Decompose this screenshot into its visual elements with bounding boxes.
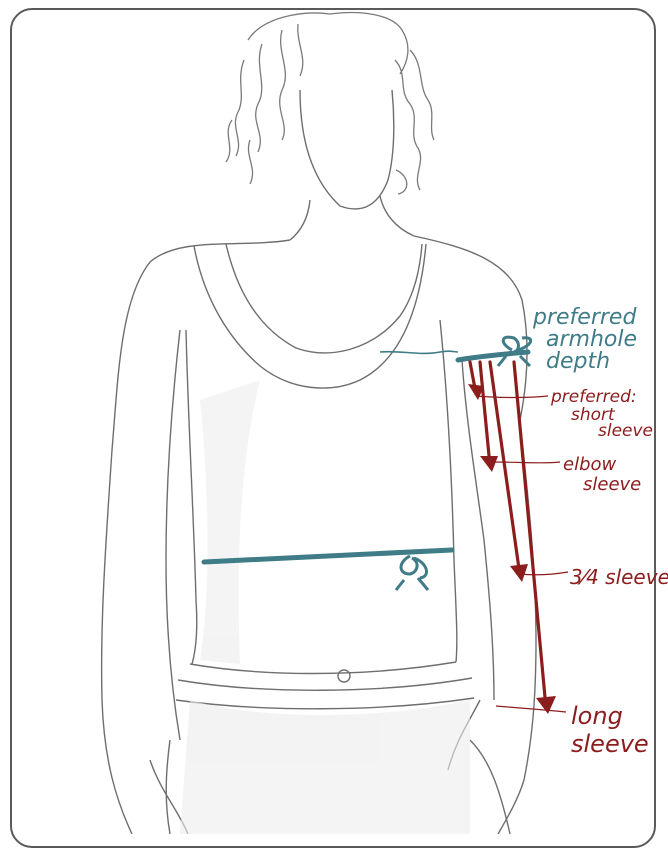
svg-text:sleeve: sleeve bbox=[598, 421, 653, 441]
sleeve-arrows bbox=[470, 362, 546, 708]
svg-text:3⁄4 sleeve: 3⁄4 sleeve bbox=[570, 565, 668, 589]
svg-text:long: long bbox=[571, 702, 623, 730]
svg-text:depth: depth bbox=[546, 349, 610, 374]
armhole-depth-label: preferred armhole depth bbox=[532, 305, 637, 374]
short-sleeve-label: preferred: short sleeve bbox=[550, 387, 653, 441]
svg-text:sleeve: sleeve bbox=[583, 474, 641, 495]
shading bbox=[180, 380, 470, 834]
svg-text:preferred:: preferred: bbox=[550, 387, 637, 407]
hair-sketch bbox=[226, 13, 434, 194]
armhole-band bbox=[458, 352, 528, 360]
elbow-sleeve-arrow bbox=[480, 362, 490, 466]
elbow-sleeve-label: elbow sleeve bbox=[563, 454, 641, 495]
long-sleeve-label: long sleeve bbox=[571, 702, 649, 758]
long-sleeve-arrow bbox=[514, 362, 546, 708]
bust-bow-icon bbox=[396, 556, 428, 590]
three-quarter-sleeve-label: 3⁄4 sleeve bbox=[570, 565, 668, 589]
svg-text:sleeve: sleeve bbox=[571, 730, 649, 758]
svg-text:elbow: elbow bbox=[563, 454, 617, 475]
